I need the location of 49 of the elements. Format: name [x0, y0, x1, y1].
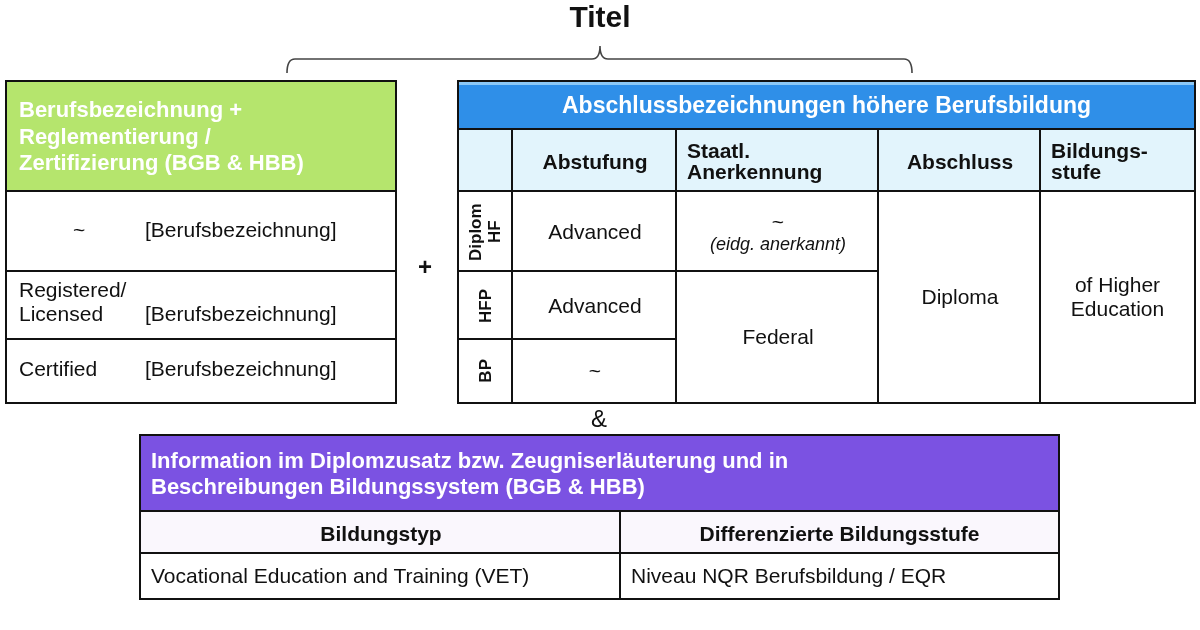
operator-symbol: + — [418, 255, 432, 279]
cell-text: (eidg. anerkannt) — [709, 233, 847, 255]
cell-text: [Berufsbezeichnung] — [145, 357, 337, 382]
table-cell — [511, 270, 677, 340]
cell-text: ~ — [771, 209, 785, 234]
cell-text: of Higher Education — [1069, 272, 1166, 322]
table-cell — [877, 190, 1041, 402]
table-heading: Berufsbezeichnung + Reglementierung / Zertifizierung (BGB & HBB) — [19, 97, 305, 177]
cell-text: ~ — [73, 218, 86, 243]
table-cell — [511, 128, 677, 192]
table — [5, 80, 397, 404]
column-heading: Differenzierte Bildungsstufe — [699, 522, 980, 544]
table-cell — [675, 270, 879, 402]
cell-text: ~ — [588, 358, 602, 384]
row-heading: Diplom HF — [467, 202, 505, 263]
cell-text: Registered/ Licensed — [19, 278, 128, 327]
row-heading: HFP — [476, 289, 496, 323]
cell-text: Certified — [19, 357, 98, 382]
cell-text: Advanced — [548, 219, 642, 245]
table-cell — [675, 190, 879, 272]
cell-text: [Berufsbezeichnung] — [145, 302, 337, 327]
column-heading: Abstufung — [542, 150, 648, 172]
cell-text: Federal — [742, 324, 814, 350]
cell-text: Vocational Education and Training (VET) — [151, 563, 530, 589]
row-heading: BP — [476, 359, 496, 383]
column-heading: Bildungstyp — [320, 522, 442, 544]
table-heading: Information im Diplomzusatz bzw. Zeugniserläuterung und in Beschreibungen Bildungssystem (BGB & HBB) — [151, 447, 790, 501]
table — [139, 434, 1060, 600]
operator-symbol: & — [591, 407, 607, 431]
table-cell — [1039, 128, 1194, 192]
table-cell — [511, 338, 677, 402]
cell-text: Niveau NQR Berufsbildung / EQR — [631, 563, 947, 589]
table-cell — [1039, 190, 1194, 402]
table-heading: Abschlussbezeichnungen höhere Berufsbildung — [561, 92, 1092, 120]
cell-text: Diploma — [921, 284, 999, 310]
table — [457, 80, 1196, 404]
table-cell — [877, 128, 1041, 192]
table-cell — [457, 128, 513, 192]
table-cell — [619, 552, 1058, 598]
table-cell — [139, 510, 621, 554]
table-cell — [675, 128, 879, 192]
column-heading: Abschluss — [906, 150, 1014, 172]
cell-text: [Berufsbezeichnung] — [145, 218, 337, 243]
table-cell — [619, 510, 1058, 554]
table-cell — [511, 190, 677, 272]
column-heading: Staatl. Anerkennung — [687, 140, 824, 182]
column-heading: Bildungs- stufe — [1051, 140, 1149, 182]
cell-text: Advanced — [548, 293, 642, 319]
title: Titel — [569, 0, 631, 33]
